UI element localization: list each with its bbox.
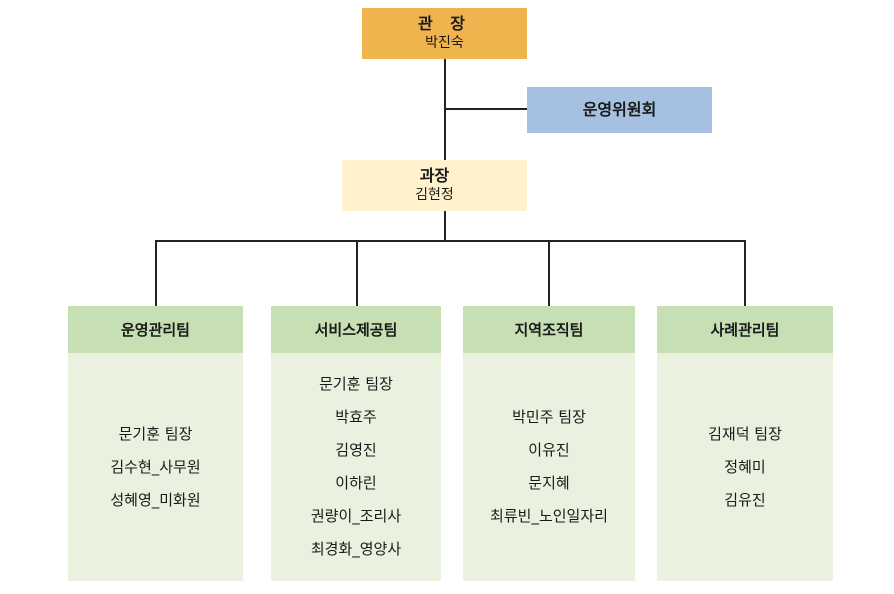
connector-team-4 [744, 240, 746, 306]
manager-title: 과장 [419, 166, 450, 185]
team-member: 김영진 [335, 441, 377, 459]
team-name: 운영관리팀 [120, 321, 190, 339]
connector-committee-horizontal [444, 108, 528, 110]
manager-box: 과장 김현정 [342, 160, 527, 211]
connector-team-2 [356, 240, 358, 306]
team-member: 최류빈_노인일자리 [490, 507, 608, 525]
team-member: 박민주 팀장 [512, 408, 586, 426]
committee-box: 운영위원회 [527, 87, 712, 133]
team-name: 서비스제공팀 [314, 321, 398, 339]
team-member: 정혜미 [724, 457, 766, 476]
committee-title: 운영위원회 [582, 100, 657, 119]
connector-team-bus [155, 240, 746, 242]
team-header-community: 지역조직팀 [463, 306, 635, 353]
team-member: 문기훈 팀장 [118, 424, 193, 443]
team-member: 이하린 [335, 474, 377, 492]
team-body-community: 박민주 팀장 이유진 문지혜 최류빈_노인일자리 [463, 353, 635, 581]
team-body-operations: 문기훈 팀장 김수현_사무원 성혜영_미화원 [68, 353, 243, 581]
connector-manager-vertical [444, 211, 446, 241]
team-name: 지역조직팀 [514, 321, 584, 339]
team-member: 김수현_사무원 [110, 457, 201, 476]
team-name: 사례관리팀 [710, 321, 780, 339]
team-member: 박효주 [335, 408, 377, 426]
director-box: 관 장 박진숙 [362, 8, 527, 59]
team-member: 김유진 [724, 490, 766, 509]
team-member: 성혜영_미화원 [110, 490, 201, 509]
team-member: 이유진 [528, 441, 570, 459]
team-member: 김재덕 팀장 [708, 424, 782, 443]
team-body-case: 김재덕 팀장 정혜미 김유진 [657, 353, 833, 581]
manager-name: 김현정 [415, 187, 454, 203]
team-member: 문지혜 [528, 474, 570, 492]
connector-team-3 [548, 240, 550, 306]
director-name: 박진숙 [425, 35, 464, 51]
connector-team-1 [155, 240, 157, 306]
director-title: 관 장 [417, 14, 471, 33]
team-body-service: 문기훈 팀장 박효주 김영진 이하린 권량이_조리사 최경화_영양사 [271, 353, 441, 581]
team-header-service: 서비스제공팀 [271, 306, 441, 353]
team-member: 문기훈 팀장 [319, 375, 393, 393]
team-member: 권량이_조리사 [310, 507, 402, 525]
team-header-operations: 운영관리팀 [68, 306, 243, 353]
team-member: 최경화_영양사 [310, 540, 402, 558]
team-header-case: 사례관리팀 [657, 306, 833, 353]
